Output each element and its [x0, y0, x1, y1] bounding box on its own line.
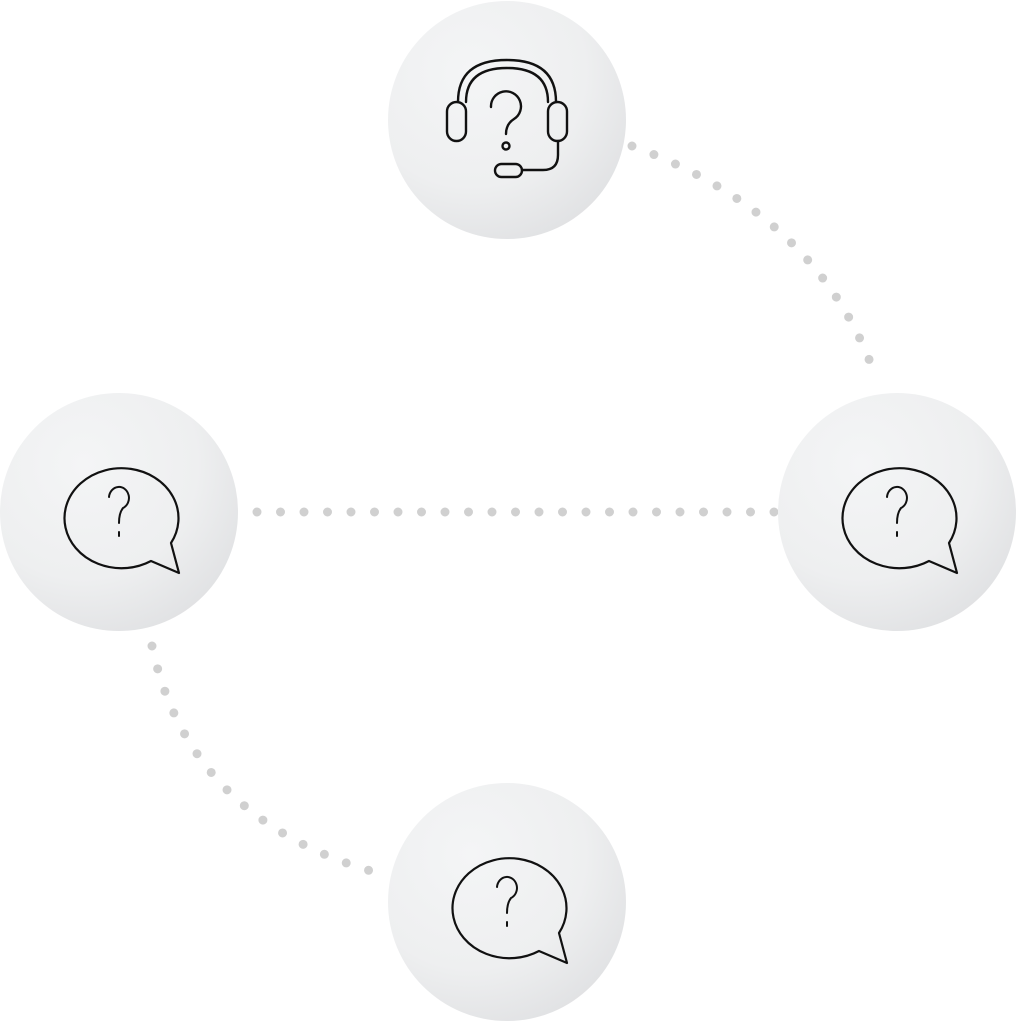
connector-left-bottom [147, 641, 394, 881]
connectors [147, 141, 881, 881]
headset-question-icon [445, 58, 569, 179]
node-left [0, 393, 238, 631]
node-top [388, 1, 626, 239]
node-right [778, 393, 1016, 631]
node-bottom [388, 783, 626, 1021]
connector-top-right [627, 141, 881, 383]
